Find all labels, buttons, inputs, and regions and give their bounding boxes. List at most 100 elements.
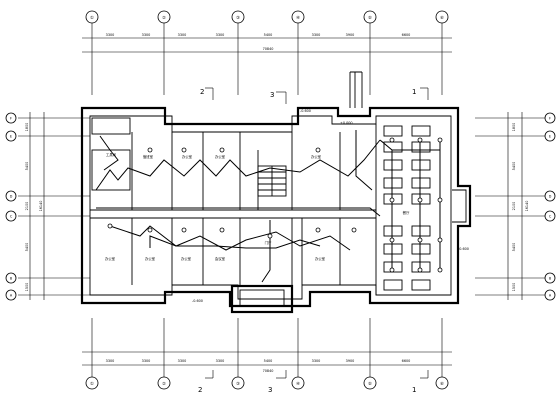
level-marks: -0.600 -0.600 -0.600 ±0.000 [192,109,469,303]
axis-bubble [5,190,17,202]
level-mark: ±0.000 [340,121,353,125]
dimension-value: 1800 [25,123,29,132]
axis-bubble [85,10,99,24]
dimension-value: 6600 [402,33,411,37]
axis-label: E [10,135,12,139]
section-mark: 3 [268,386,272,394]
axis-label: ⑤ [368,381,372,386]
level-mark: -0.600 [300,109,311,113]
dimension-total: 16140 [525,201,529,212]
dimension-value: 3300 [312,33,321,37]
inner-wall [89,115,452,300]
bottom-axis-bubbles: ① ② ③ ④ ⑤ ⑥ [85,376,449,390]
axis-label: ④ [296,381,300,386]
axis-label: E [549,135,551,139]
dimension-value: 5400 [264,33,273,37]
section-mark: 2 [198,386,202,394]
top-dimension-text: 3300 3300 3300 3300 5400 3300 3900 6600 … [106,33,411,51]
dimension-value: 5400 [25,243,29,252]
axis-label: ① [90,381,94,386]
axis-label: ① [90,15,94,20]
axis-bubble [231,376,245,390]
lamps [107,137,443,273]
axis-label: D [549,195,552,199]
axis-label: B [549,277,552,281]
axis-label: A [10,294,13,298]
axis-label: F [549,117,551,121]
room-label: 办公室 [315,256,326,261]
axis-label: B [10,277,13,281]
axis-label: A [549,294,552,298]
dimension-value: 1500 [25,283,29,292]
axis-bubble [363,10,377,24]
axis-label: ② [162,15,166,20]
dimension-value: 1500 [512,283,516,292]
right-axis-grid [475,112,545,300]
room-label: 会议室 [215,256,226,261]
axis-label: ⑥ [440,381,444,386]
axis-bubble [5,130,17,142]
dining-tables [383,125,431,291]
dimension-value: 3300 [312,359,321,363]
axis-label: ④ [296,15,300,20]
outer-wall [80,106,472,308]
room-label: 办公室 [181,256,192,261]
axis-bubble [291,376,305,390]
axis-bubble [435,376,449,390]
dimension-value: 2100 [512,202,516,211]
dimension-value: 3300 [142,33,151,37]
axis-bubble [5,272,17,284]
axis-bubble [5,112,17,124]
section-mark: 3 [270,91,274,99]
axis-bubble [85,376,99,390]
axis-bubble [544,289,556,301]
left-dimension-text: 1800 5400 2100 5400 1500 16140 [25,123,43,292]
dimension-value: 6600 [402,359,411,363]
axis-bubble [5,210,17,222]
dimension-value: 5400 [25,162,29,171]
top-axis-grid [82,23,452,95]
axis-bubble [231,10,245,24]
axis-label: ② [162,381,166,386]
dimension-value: 3300 [178,359,187,363]
dimension-value: 3300 [106,359,115,363]
section-mark: 1 [412,386,416,394]
axis-bubble [157,376,171,390]
axis-bubble [544,112,556,124]
room-label: 工具间 [106,152,117,157]
axis-label: ⑥ [440,15,444,20]
level-mark: -0.600 [192,299,203,303]
axis-bubble [157,10,171,24]
dimension-total: 70840 [263,47,274,51]
axis-label: C [549,215,552,219]
axis-label: F [10,117,12,121]
axis-bubble [544,130,556,142]
building-walls [80,71,472,314]
left-axis-grid [18,112,90,300]
dimension-value: 1800 [512,123,516,132]
axis-bubble [544,272,556,284]
dimension-value: 3900 [346,33,355,37]
axis-bubble [5,289,17,301]
room-label: 办公室 [182,154,193,159]
dimension-value: 5400 [264,359,273,363]
room-label: 办公室 [215,154,226,159]
bottom-dimension-text: 3300 3300 3300 3300 5400 3300 3900 6600 … [106,359,411,373]
axis-bubble [363,376,377,390]
axis-label: ③ [236,15,240,20]
section-mark: 1 [412,88,416,96]
bottom-axis-grid [82,318,452,378]
dimension-value: 3300 [216,359,225,363]
dimension-value: 2100 [25,202,29,211]
room-labels: 工具间 值班室 办公室 办公室 办公室 办公室 办公室 会议室 办公室 门厅 餐… [105,152,410,261]
dimension-value: 3300 [178,33,187,37]
axis-bubble [544,210,556,222]
right-axis-bubbles: F E D C B A [544,112,556,301]
dimension-value: 5400 [512,243,516,252]
axis-bubble [544,190,556,202]
dimension-value: 5400 [512,162,516,171]
section-marks: 2 3 1 2 3 1 [198,87,429,394]
dimension-total: 16140 [39,201,43,212]
axis-bubble [291,10,305,24]
